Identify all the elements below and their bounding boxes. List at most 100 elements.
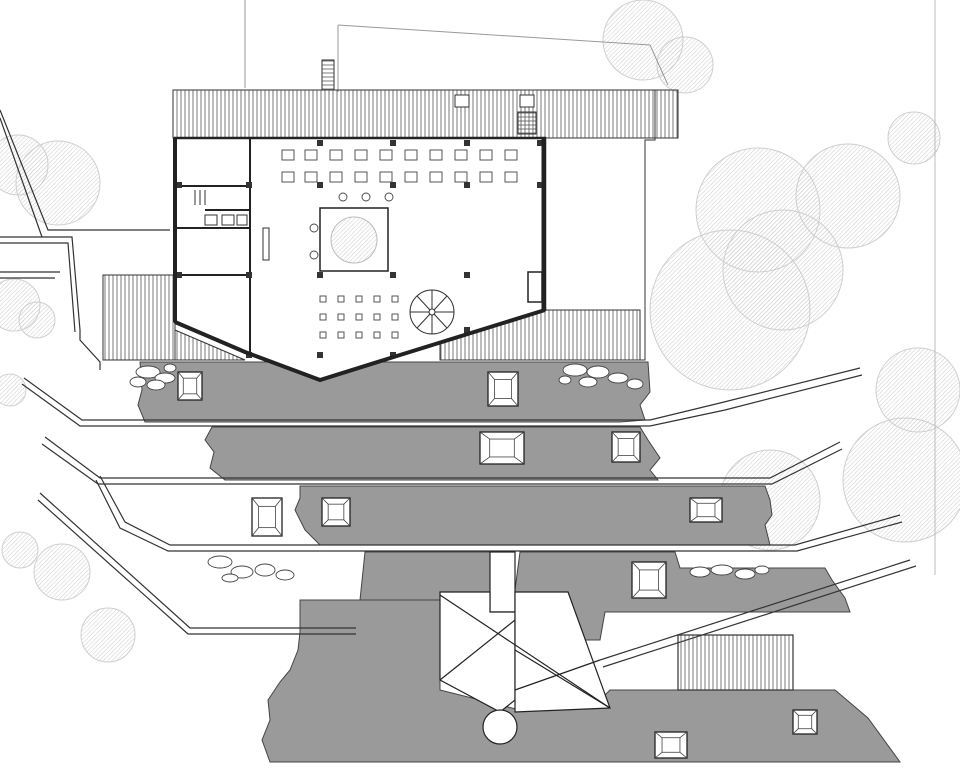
- column: [317, 140, 323, 146]
- paved-terrace-2: [204, 426, 661, 481]
- dining-table: [304, 149, 318, 161]
- column: [246, 182, 252, 188]
- deck-bottom-left: [174, 329, 246, 361]
- deck-top: [172, 89, 679, 139]
- step-line-3: [44, 436, 841, 479]
- tree: [1, 531, 39, 569]
- tree: [656, 36, 714, 94]
- paved-terrace-1: [137, 361, 651, 423]
- dining-table: [281, 149, 295, 161]
- column: [246, 272, 252, 278]
- dining-table: [329, 171, 343, 183]
- dining-table: [404, 149, 418, 161]
- dining-table: [355, 331, 363, 339]
- skylights: [177, 371, 818, 759]
- dining-table: [319, 295, 327, 303]
- skylight: [792, 709, 818, 735]
- tree: [0, 373, 27, 407]
- column: [464, 327, 470, 333]
- step-line-1: [0, 236, 101, 370]
- column: [537, 182, 543, 188]
- lower-deck-hatch: [677, 634, 794, 691]
- terrace-step-lines: [0, 109, 917, 668]
- dining-table: [354, 171, 368, 183]
- dining-table: [281, 171, 295, 183]
- dining-table: [354, 149, 368, 161]
- dining-table: [391, 295, 399, 303]
- dining-table: [355, 313, 363, 321]
- top-window: [519, 94, 535, 108]
- round-planter: [482, 709, 518, 745]
- dining-table: [504, 171, 518, 183]
- column: [537, 140, 543, 146]
- column: [390, 272, 396, 278]
- spiral-stair: [409, 289, 455, 335]
- tree: [80, 607, 136, 663]
- dining-table: [355, 295, 363, 303]
- side-window: [527, 271, 543, 303]
- step-line-2: [23, 367, 861, 421]
- deck-left: [102, 274, 176, 361]
- dining-table: [304, 171, 318, 183]
- dining-table: [429, 171, 443, 183]
- stone-cluster: [207, 555, 295, 583]
- dining-table: [379, 171, 393, 183]
- dining-table: [373, 313, 381, 321]
- skylight: [321, 497, 351, 527]
- dining-table: [319, 331, 327, 339]
- roof-outline: [440, 90, 656, 361]
- tree: [887, 111, 941, 165]
- courtyard-tree: [330, 216, 378, 264]
- skylight: [177, 371, 203, 401]
- dining-table: [429, 149, 443, 161]
- step-line-4: [99, 475, 901, 546]
- stone-clusters: [129, 363, 770, 583]
- top-window: [454, 94, 470, 108]
- tree: [33, 543, 91, 601]
- dining-table: [391, 331, 399, 339]
- vent: [517, 111, 537, 135]
- stone-cluster: [129, 363, 177, 391]
- dining-table: [404, 171, 418, 183]
- column: [390, 352, 396, 358]
- dining-table: [337, 295, 345, 303]
- stone-cluster: [689, 564, 770, 580]
- column: [390, 140, 396, 146]
- column: [464, 140, 470, 146]
- round-tables: [309, 192, 394, 260]
- bar-counter: [262, 227, 270, 261]
- dining-table: [479, 149, 493, 161]
- column: [176, 182, 182, 188]
- skylight: [631, 561, 667, 599]
- dining-table: [454, 171, 468, 183]
- dining-table: [391, 313, 399, 321]
- step-line-5: [39, 492, 356, 629]
- tree: [18, 301, 56, 339]
- tree: [795, 143, 901, 249]
- tree: [649, 229, 811, 391]
- skylight: [479, 431, 525, 465]
- skylight: [251, 497, 283, 537]
- site-boundary-lines: [244, 0, 936, 575]
- bathroom-fixtures: [194, 190, 248, 226]
- skylight: [689, 497, 723, 523]
- building: [102, 59, 679, 383]
- dining-tables: [281, 149, 518, 339]
- column: [176, 272, 182, 278]
- column: [390, 182, 396, 188]
- column: [317, 352, 323, 358]
- column: [464, 272, 470, 278]
- step-line-6: [0, 109, 170, 231]
- chimney: [321, 59, 335, 91]
- lower-pavilion: [439, 551, 794, 745]
- dining-table: [504, 149, 518, 161]
- walkway: [489, 551, 516, 613]
- dining-table: [379, 149, 393, 161]
- column: [317, 182, 323, 188]
- skylight: [611, 431, 641, 463]
- dining-table: [373, 295, 381, 303]
- skylight: [487, 371, 519, 407]
- column: [464, 182, 470, 188]
- dining-table: [337, 331, 345, 339]
